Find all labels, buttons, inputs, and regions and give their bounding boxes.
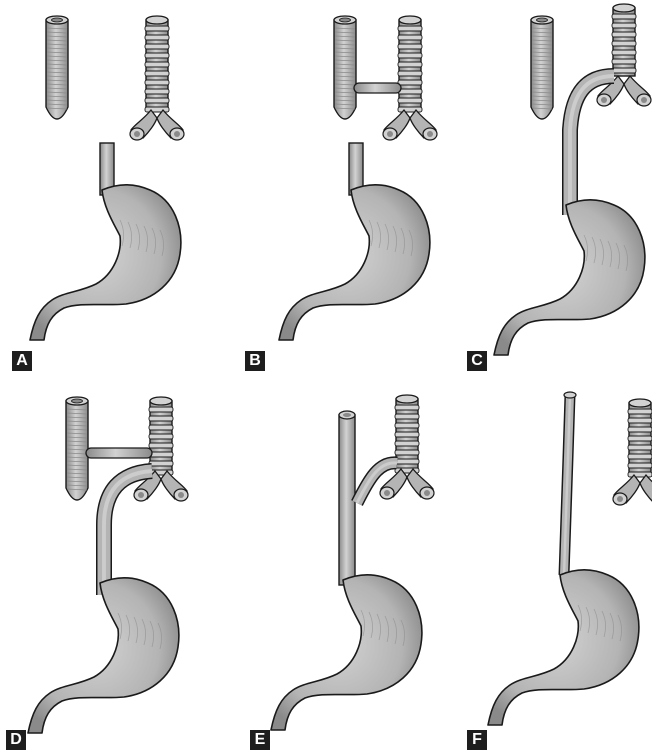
- stomach-body: [279, 185, 430, 340]
- stomach: [30, 185, 181, 340]
- panel-drawing: [434, 0, 651, 375]
- proximal-pouch: [66, 397, 88, 500]
- panel-label-b: B: [245, 351, 265, 371]
- panel-f: F: [434, 375, 651, 750]
- narrow-esophagus: [564, 395, 570, 575]
- panel-drawing: [217, 375, 434, 750]
- proximal-fistula: [354, 83, 401, 93]
- panel-b: B: [217, 0, 434, 375]
- panel-drawing: [434, 375, 651, 750]
- stomach-body: [494, 200, 645, 355]
- panel-e: E: [217, 375, 434, 750]
- proximal-fistula: [86, 448, 152, 458]
- trachea: [383, 16, 437, 140]
- stomach-body: [488, 570, 639, 725]
- stomach-body: [271, 575, 422, 730]
- panel-a: A: [0, 0, 217, 375]
- proximal-pouch: [46, 16, 68, 119]
- panel-label-f: F: [467, 730, 487, 750]
- stomach-body: [28, 578, 179, 733]
- panel-c: C: [434, 0, 651, 375]
- stomach: [28, 578, 179, 733]
- panel-drawing: [0, 0, 217, 375]
- panel-drawing: [217, 0, 434, 375]
- right-bronchus: [640, 475, 652, 503]
- stomach: [494, 200, 645, 355]
- trachea: [130, 16, 184, 140]
- trachea: [597, 4, 651, 106]
- trachea: [380, 395, 434, 499]
- panel-label-a: A: [12, 351, 32, 371]
- panel-label-c: C: [467, 351, 487, 371]
- stomach: [488, 570, 639, 725]
- proximal-pouch: [531, 16, 553, 119]
- panel-drawing: [0, 375, 217, 750]
- stomach-body: [30, 185, 181, 340]
- stomach: [271, 575, 422, 730]
- stomach: [279, 185, 430, 340]
- esophagus-opening: [564, 392, 576, 398]
- panel-label-e: E: [250, 730, 270, 750]
- panel-label-d: D: [6, 730, 26, 750]
- proximal-pouch: [334, 16, 356, 119]
- trachea: [613, 399, 652, 505]
- panel-d: D: [0, 375, 217, 750]
